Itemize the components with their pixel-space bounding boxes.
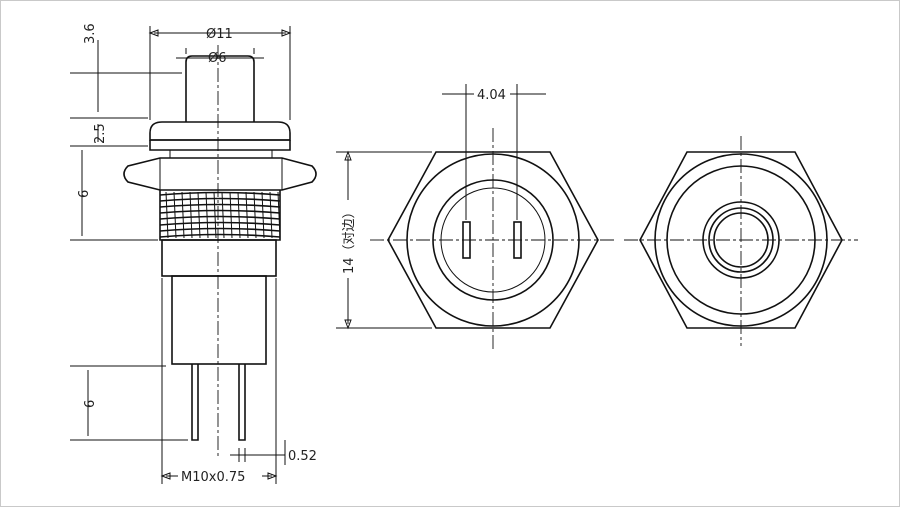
dim-button-diameter: Ø6 (208, 51, 227, 66)
thread-hatch (205, 191, 209, 239)
dim-outer-diameter: Ø11 (206, 27, 233, 42)
housing-collar (161, 239, 277, 277)
thread-line (159, 197, 281, 202)
terminal-pin-left (191, 364, 199, 441)
side-view: Ø11 Ø6 3.6 2.5 6 6 0.52 (70, 23, 317, 485)
thread-hatch (173, 191, 177, 239)
thread-line (159, 191, 281, 196)
terminal-pin-right (238, 364, 246, 441)
dim-hex-across-flats: 14（对边） (342, 205, 357, 274)
hex-nut (123, 157, 317, 191)
dim-pin-length: 6 (83, 400, 98, 408)
dim-pin-width: 0.52 (288, 449, 317, 464)
thread-hatch (237, 191, 241, 239)
button-plunger (185, 55, 255, 122)
thread-hatch (269, 191, 273, 239)
thread-body (159, 190, 281, 241)
bezel-cap (149, 121, 291, 141)
thread-line (159, 209, 281, 214)
thread-hatch (221, 191, 225, 239)
thread-line (159, 233, 281, 238)
thread-line (159, 221, 281, 226)
thread-hatch (165, 191, 169, 239)
thread-hatch (277, 191, 281, 239)
thread-hatch (253, 191, 257, 239)
thread-hatch (261, 191, 265, 239)
dim-pin-spacing: 4.04 (477, 88, 506, 103)
thread-hatch (197, 191, 201, 239)
dim-button-height: 3.6 (83, 23, 98, 44)
front-view (624, 136, 858, 346)
dim-cap-height: 2.5 (93, 123, 108, 144)
thread-hatch (245, 191, 249, 239)
thread-line (159, 227, 281, 232)
thread-line (159, 215, 281, 220)
thread-hatch (189, 191, 193, 239)
rear-view: 4.04 14（对边） (336, 84, 616, 350)
hex-outline-front (639, 151, 843, 329)
dim-thread-length: 6 (77, 190, 92, 198)
housing-body (171, 275, 267, 365)
thread-hatch (229, 191, 233, 239)
thread-line (159, 203, 281, 208)
dim-thread-spec: M10x0.75 (181, 470, 245, 485)
thread-hatch (213, 191, 217, 239)
thread-hatch (181, 191, 185, 239)
